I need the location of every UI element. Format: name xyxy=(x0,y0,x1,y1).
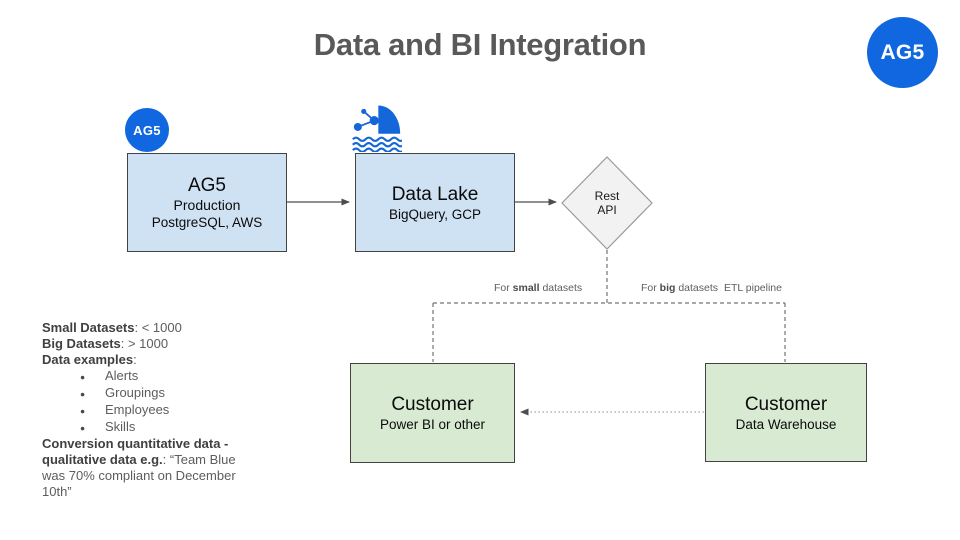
node-data-lake: Data Lake BigQuery, GCP xyxy=(355,153,515,252)
label-bold: big xyxy=(659,282,676,294)
node-title: Customer xyxy=(391,394,474,415)
note-big-datasets: Big Datasets: > 1000 xyxy=(42,336,250,352)
rest-api-label: Rest API xyxy=(594,189,620,217)
bullet-dot-icon: ● xyxy=(80,423,86,433)
bullet-item: ● Groupings xyxy=(42,385,250,402)
bullet-text: Groupings xyxy=(105,385,165,400)
node-title: Data Lake xyxy=(391,183,479,205)
bullet-dot-icon: ● xyxy=(80,406,86,416)
edge-label-big-datasets: For big datasets xyxy=(641,282,718,294)
water-waves xyxy=(352,136,402,152)
bullet-text: Employees xyxy=(105,402,170,417)
edge-label-etl-pipeline: ETL pipeline xyxy=(724,282,782,294)
page-title: Data and BI Integration xyxy=(313,27,647,62)
note-data-examples: Data examples: xyxy=(42,352,250,368)
note-term: Small Datasets xyxy=(42,320,135,335)
note-value: : < 1000 xyxy=(134,320,182,335)
note-term: Data examples xyxy=(42,352,134,367)
note-value: : > 1000 xyxy=(120,336,169,351)
node-subtitle: Production xyxy=(173,197,241,213)
bullet-item: ● Skills xyxy=(42,419,250,436)
bullet-dot-icon: ● xyxy=(80,372,86,382)
node-ag5-production: AG5 Production PostgreSQL, AWS xyxy=(127,153,287,252)
ag5-logo-text: AG5 xyxy=(133,122,161,138)
note-value: : xyxy=(133,352,137,367)
bullet-item: ● Employees xyxy=(42,402,250,419)
label-text: For xyxy=(641,282,660,294)
notes-panel: Small Datasets: < 1000 Big Datasets: > 1… xyxy=(42,320,250,500)
note-term: Big Datasets xyxy=(42,336,121,351)
label-text: datasets xyxy=(675,282,719,294)
ag5-logo-large: AG5 xyxy=(867,17,938,88)
node-subtitle: Power BI or other xyxy=(379,417,486,432)
node-title: AG5 xyxy=(187,175,227,196)
node-detail: PostgreSQL, AWS xyxy=(151,215,263,230)
node-customer-warehouse: Customer Data Warehouse xyxy=(705,363,867,462)
label-text: For xyxy=(494,282,513,294)
bullet-dot-icon: ● xyxy=(80,389,86,399)
bullet-text: Alerts xyxy=(105,368,139,383)
label-bold: small xyxy=(512,282,540,294)
node-subtitle: Data Warehouse xyxy=(735,416,837,432)
bullet-text: Skills xyxy=(105,419,136,434)
ag5-logo-small: AG5 xyxy=(125,108,169,152)
note-small-datasets: Small Datasets: < 1000 xyxy=(42,320,250,336)
note-value: : “Team Blue was 70% compliant on Decemb… xyxy=(42,452,236,499)
note-conversion: Conversion quantitative data - qualitati… xyxy=(42,436,250,500)
dashed-branch-lines xyxy=(432,250,786,362)
data-lake-icon xyxy=(352,105,402,152)
node-title: Customer xyxy=(744,393,828,415)
note-term: Conversion quantitative data - qualitati… xyxy=(42,436,229,467)
edge-label-small-datasets: For small datasets xyxy=(494,282,582,294)
node-subtitle: BigQuery, GCP xyxy=(388,206,482,222)
ag5-logo-text: AG5 xyxy=(880,40,925,64)
sail-shape xyxy=(378,105,401,134)
bullet-item: ● Alerts xyxy=(42,368,250,385)
node-customer-powerbi: Customer Power BI or other xyxy=(350,363,515,463)
label-text: datasets xyxy=(539,282,583,294)
